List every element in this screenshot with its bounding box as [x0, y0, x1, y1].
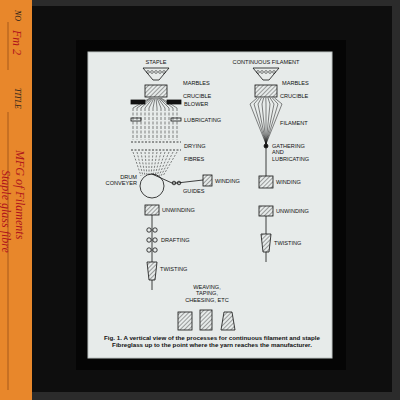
lubricator [171, 118, 181, 121]
slide-label-writing: TITLE [13, 88, 22, 109]
blower [167, 100, 181, 104]
marble-hopper [253, 68, 279, 80]
drafting-roller [147, 228, 151, 232]
process-label: WINDING [276, 179, 301, 185]
process-label: MARBLES [183, 80, 210, 86]
yarn-path [152, 215, 153, 262]
process-label: CRUCIBLE [183, 93, 211, 99]
process-label: UNWINDING [162, 207, 195, 213]
frame-edge [0, 0, 400, 6]
label-rule [8, 22, 9, 70]
gathering-shoe [264, 144, 268, 148]
spindle-shaft [152, 280, 153, 290]
strand-path [266, 148, 267, 176]
drafting-roller [153, 228, 157, 232]
frame-edge [0, 392, 400, 400]
process-label: LUBRICATING [184, 117, 221, 123]
cheese-package [178, 312, 192, 330]
slide-label-writing: Staple glass fibre [0, 170, 13, 253]
mask-frame [76, 40, 346, 370]
process-label: STAPLE [145, 59, 166, 65]
process-label: GUIDES [183, 188, 204, 194]
process-label: GATHERING AND LUBRICATING [272, 143, 316, 162]
drafting-roller [153, 238, 157, 242]
process-label: WEAVING, TAPING, CHEESING, ETC [183, 284, 231, 303]
drafting-roller [153, 248, 157, 252]
process-label: BLOWER [184, 101, 208, 107]
marble-hopper [143, 68, 169, 80]
spindle-shaft [266, 252, 267, 262]
process-label: FIBRES [184, 156, 204, 162]
process-label: DRYING [184, 143, 206, 149]
process-label: TWISTING [274, 240, 301, 246]
unwinding-bobbin [259, 206, 273, 216]
lubricator [131, 118, 141, 121]
twisting-spindle [147, 262, 157, 280]
process-label: FILAMENT [280, 120, 308, 126]
process-label: MARBLES [282, 80, 309, 86]
winding-bobbin [259, 176, 273, 188]
drafting-roller [147, 238, 151, 242]
tube-package [200, 310, 212, 330]
unwinding-bobbin [145, 205, 159, 215]
process-label: DRUM CONVEYER [101, 174, 137, 187]
process-label: TWISTING [160, 266, 187, 272]
figure-caption: Fig. 1. A vertical view of the processes… [98, 334, 326, 349]
drying-zone [131, 142, 181, 150]
process-label: CONTINUOUS FILAMENT [233, 59, 300, 65]
cone-package [221, 312, 235, 330]
slide-label-writing: NO [13, 10, 22, 21]
winding-bobbin [203, 175, 212, 186]
diagram-panel [88, 52, 332, 358]
process-label: CRUCIBLE [280, 93, 308, 99]
slide-label-writing: MFG of Filaments [12, 150, 27, 239]
process-label: WINDING [215, 178, 240, 184]
guide [172, 181, 176, 185]
twisting-spindle [261, 234, 271, 252]
crucible [255, 85, 277, 97]
slide-label-writing: Fm 2 [9, 30, 24, 55]
process-label: DRAFTING [161, 237, 190, 243]
guide [177, 181, 181, 185]
crucible [145, 85, 167, 97]
process-label: UNWINDING [276, 208, 309, 214]
yarn-path [266, 216, 267, 234]
drafting-roller [147, 248, 151, 252]
fibre-streams [133, 71, 282, 176]
frame-edge [392, 0, 400, 400]
